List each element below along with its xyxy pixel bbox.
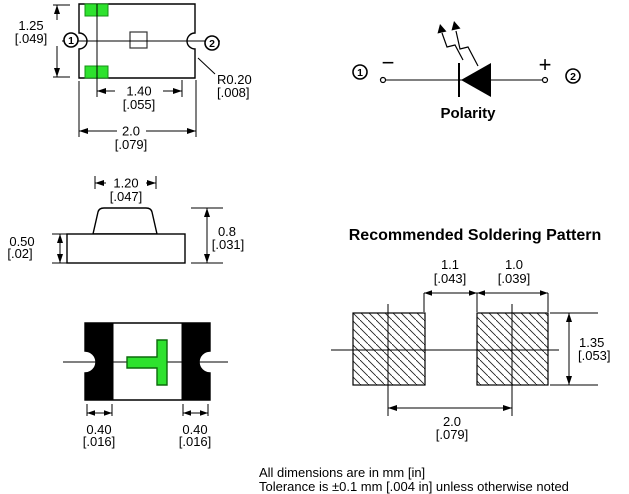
diode-triangle bbox=[461, 63, 491, 97]
dim-1_1-in: [.043] bbox=[434, 271, 467, 286]
green-electrode-mark bbox=[126, 339, 168, 386]
dim-0_40-left-in: [.016] bbox=[83, 434, 116, 449]
light-ray-2 bbox=[455, 30, 479, 67]
polarity-pin-2-label: 2 bbox=[570, 71, 576, 83]
radius-in: [.008] bbox=[217, 85, 250, 100]
minus-sign: − bbox=[382, 50, 395, 75]
dim-0_40-right: 0.40 [.016] bbox=[179, 404, 212, 449]
dim-1_20: 1.20 [.047] bbox=[94, 176, 157, 204]
polarity-pin-2-marker bbox=[565, 68, 581, 84]
dim-0_40-right-in: [.016] bbox=[179, 434, 212, 449]
dim-0_8-in: [.031] bbox=[212, 237, 245, 252]
bottom-view: 0.40 [.016] 0.40 [.016] bbox=[63, 322, 228, 449]
dim-1_25-mm: 1.25 bbox=[18, 18, 43, 33]
dim-pitch-mm: 2.0 bbox=[443, 414, 461, 429]
dim-1_20-mm: 1.20 bbox=[113, 176, 138, 191]
dim-0_40-left-mm: 0.40 bbox=[86, 422, 111, 437]
solder-pad-left bbox=[352, 312, 426, 386]
radius-callout: R0.20 [.008] bbox=[197, 57, 252, 100]
dim-0_40-left: 0.40 [.016] bbox=[83, 404, 116, 449]
dim-1_35-mm: 1.35 bbox=[579, 335, 604, 350]
dim-1_20-in: [.047] bbox=[110, 189, 143, 204]
pin-1-marker bbox=[63, 32, 79, 48]
terminal-dot-left bbox=[379, 76, 387, 84]
soldering-pattern: Recommended Soldering Pattern 1.1 [.043]… bbox=[331, 227, 611, 442]
dim-0_50: 0.50 [.02] bbox=[7, 233, 68, 264]
dim-1_40-mm: 1.40 bbox=[126, 84, 151, 99]
soldering-title: Recommended Soldering Pattern bbox=[349, 227, 602, 244]
note-units: All dimensions are in mm [in] bbox=[259, 465, 425, 480]
light-ray-2-arrowhead-icon bbox=[451, 21, 461, 31]
plus-sign: + bbox=[539, 52, 552, 77]
polarity-title: Polarity bbox=[440, 105, 496, 122]
terminal-dot-right bbox=[541, 76, 549, 84]
side-view: 1.20 [.047] 0.50 [.02] 0.8 [.031] bbox=[7, 176, 244, 264]
pin-1-label: 1 bbox=[68, 35, 74, 47]
dim-1_35-in: [.053] bbox=[578, 348, 611, 363]
dim-1_40: 1.40 [.055] bbox=[97, 80, 183, 112]
dim-0_8: 0.8 [.031] bbox=[191, 207, 245, 264]
light-ray-1-arrowhead-icon bbox=[437, 24, 447, 34]
dim-2_0-mm: 2.0 bbox=[122, 124, 140, 139]
dim-1_1-mm: 1.1 bbox=[441, 257, 459, 272]
die-square bbox=[129, 31, 148, 49]
dim-2_0-in: [.079] bbox=[115, 137, 148, 152]
light-ray-1 bbox=[441, 32, 464, 61]
dim-pitch-in: [.079] bbox=[436, 427, 469, 442]
dim-1_0-in: [.039] bbox=[498, 271, 531, 286]
pin-2-marker bbox=[204, 35, 220, 51]
pin-2-label: 2 bbox=[209, 38, 215, 50]
polarity-pin-1-marker bbox=[352, 64, 368, 80]
dim-2_0-soldering: 2.0 [.079] bbox=[388, 405, 512, 442]
dim-2_0-top: 2.0 [.079] bbox=[78, 80, 197, 152]
dim-0_8-mm: 0.8 bbox=[218, 224, 236, 239]
top-view: 1 2 1.25 [.049] 1.40 [.055] bbox=[15, 3, 252, 152]
lens-dome bbox=[92, 207, 158, 235]
dim-1_0-mm: 1.0 bbox=[505, 257, 523, 272]
dim-1_40-in: [.055] bbox=[123, 97, 156, 112]
light-ray-arrows bbox=[437, 21, 479, 67]
radius-mm: R0.20 bbox=[217, 72, 252, 87]
polarity-pin-1-label: 1 bbox=[357, 67, 363, 79]
dim-0_50-in: [.02] bbox=[7, 246, 32, 261]
package-base-side bbox=[66, 233, 186, 264]
radius-leader-line bbox=[197, 57, 216, 75]
notes: All dimensions are in mm [in] Tolerance … bbox=[259, 465, 569, 494]
dim-1_25: 1.25 [.049] bbox=[15, 4, 70, 78]
dim-0_50-mm: 0.50 bbox=[9, 234, 34, 249]
dim-1_25-in: [.049] bbox=[15, 31, 48, 46]
dim-1_35: 1.35 [.053] bbox=[550, 312, 611, 386]
note-tolerance: Tolerance is ±0.1 mm [.004 in] unless ot… bbox=[259, 479, 569, 494]
dim-gap-and-pad: 1.1 [.043] 1.0 [.039] bbox=[423, 257, 549, 312]
dim-0_40-right-mm: 0.40 bbox=[182, 422, 207, 437]
polarity-diagram: − + 1 2 Polarity bbox=[352, 21, 581, 122]
